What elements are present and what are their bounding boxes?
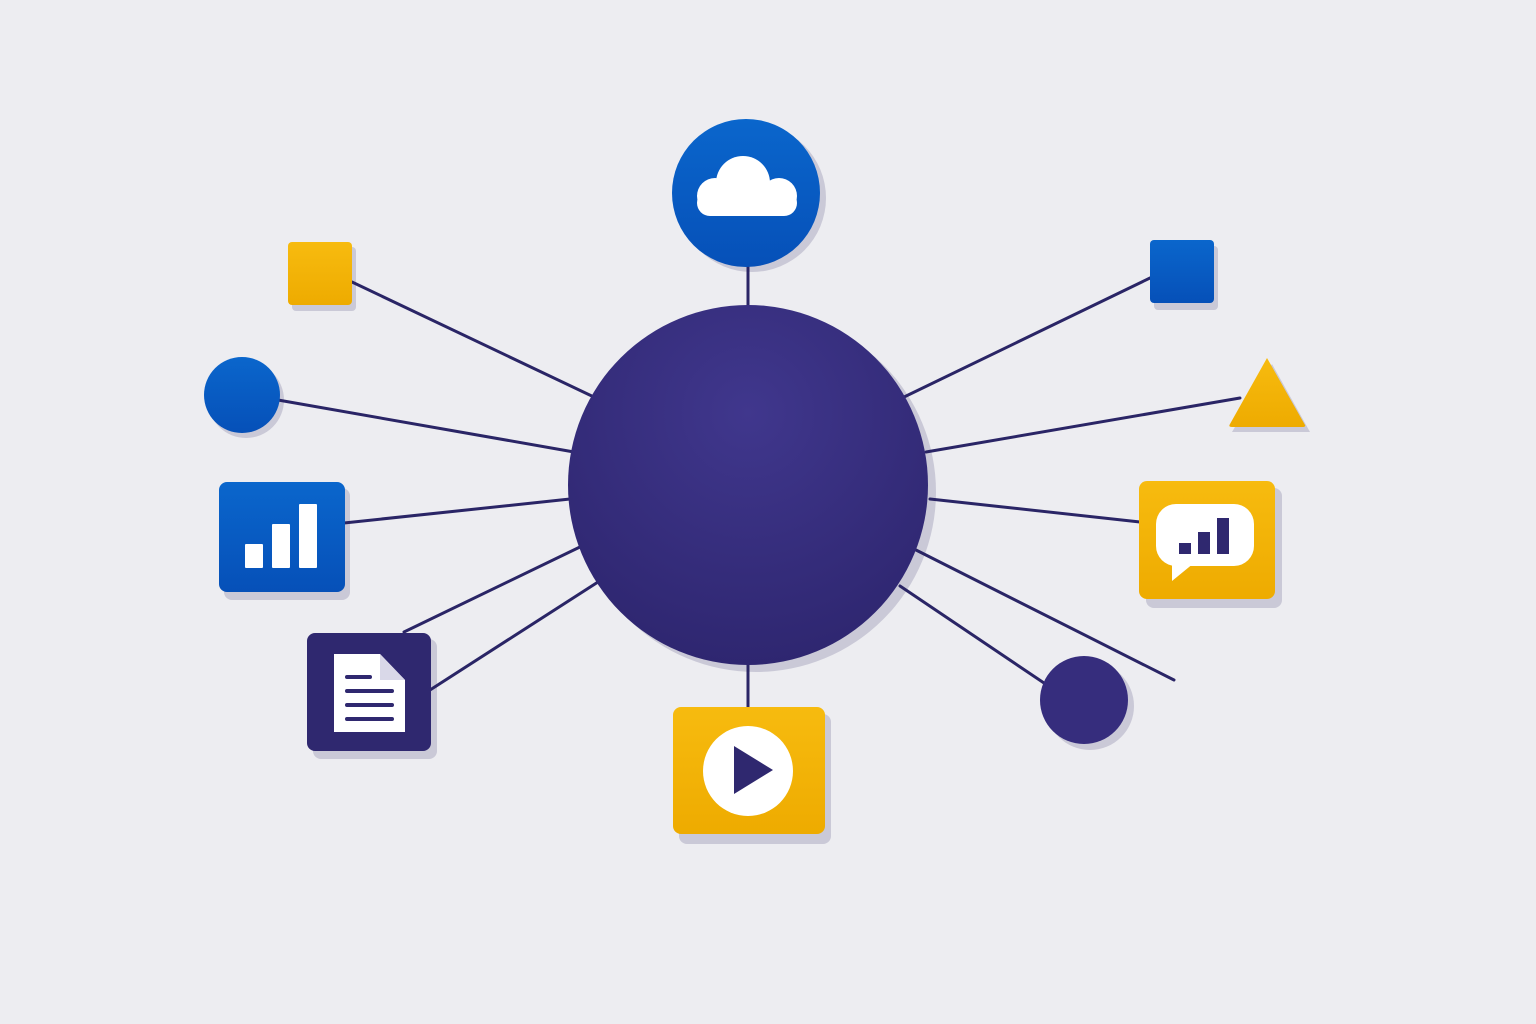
connector-open-end (914, 548, 1176, 682)
bar-chart-node (219, 482, 350, 600)
bar-chart-icon (245, 504, 317, 568)
connector-chat-chart (928, 497, 1142, 524)
triangle-icon (1229, 358, 1306, 427)
central-hub (568, 305, 936, 672)
cloud-node (672, 119, 826, 272)
document-icon (334, 654, 405, 732)
circle-icon (1040, 656, 1128, 744)
triangle-node (1229, 358, 1310, 432)
circle-icon (204, 357, 280, 433)
connector-circle-blue (276, 398, 576, 454)
connector-square-blue (900, 276, 1152, 400)
connector-document-lower (428, 580, 600, 692)
square-blue-node (1150, 240, 1218, 310)
square-yellow-node (288, 242, 356, 311)
circle-navy-node (1040, 656, 1134, 750)
cloud-icon (697, 156, 797, 216)
circle-blue-node (204, 357, 284, 438)
connector-document-upper (402, 544, 584, 634)
connector-lines (276, 260, 1242, 710)
play-node (673, 707, 831, 844)
document-node (307, 633, 437, 759)
connector-square-yellow (350, 280, 598, 400)
connector-bar-chart (342, 497, 572, 525)
connector-triangle (924, 396, 1242, 454)
square-icon (288, 242, 352, 305)
connector-circle-navy (898, 584, 1046, 685)
square-icon (1150, 240, 1214, 303)
chat-chart-node (1139, 481, 1282, 608)
play-icon (703, 726, 793, 816)
chat-bar-chart-icon (1156, 504, 1254, 581)
